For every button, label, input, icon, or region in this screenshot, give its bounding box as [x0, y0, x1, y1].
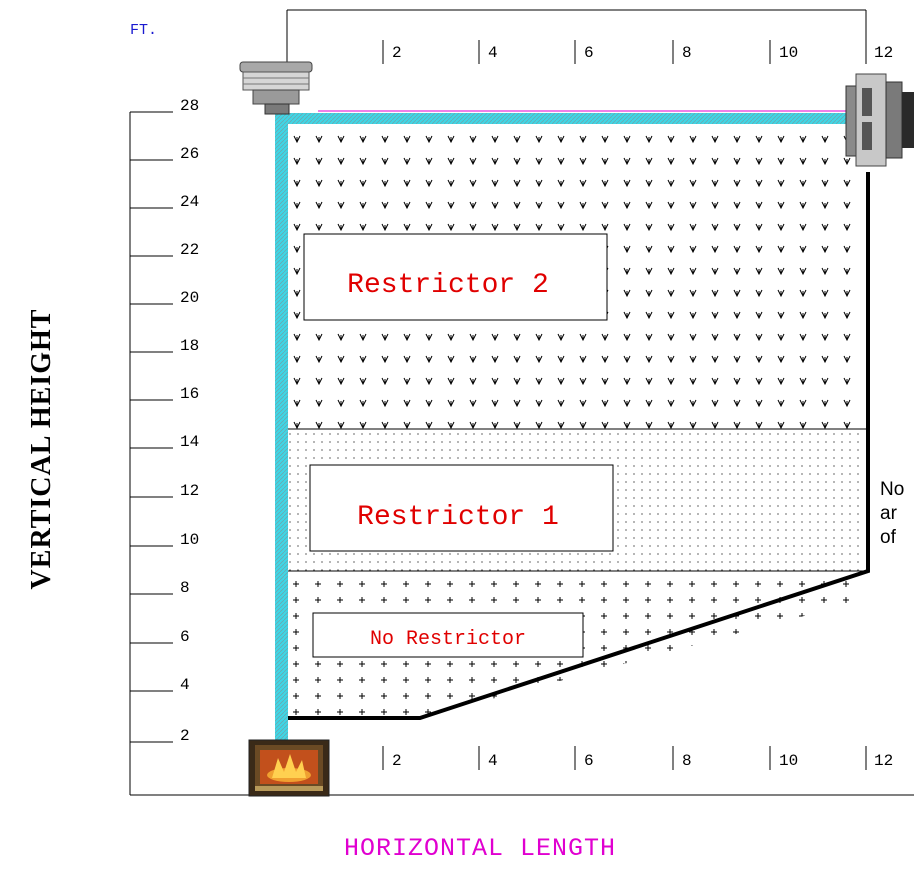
bottom-tick-label: 4 [488, 752, 498, 770]
restrictor-1-label-box [309, 464, 614, 552]
vertical-tick-label: 20 [180, 289, 199, 307]
vertical-tick-label: 26 [180, 145, 199, 163]
vertical-tick-label: 10 [180, 531, 199, 549]
vertical-tick-label: 24 [180, 193, 199, 211]
top-tick-label: 10 [779, 44, 798, 62]
restrictor-2-label: Restrictor 2 [347, 270, 549, 301]
bottom-tick-label: 10 [779, 752, 798, 770]
max-length-boundary [288, 172, 870, 720]
horizontal-axis-title: HORIZONTAL LENGTH [343, 834, 617, 863]
vertical-tick-label: 28 [180, 97, 199, 115]
vertical-tick-label: 4 [180, 676, 190, 694]
vertical-axis-title: VERTICAL HEIGHT [26, 308, 57, 590]
vertical-tick-label: 14 [180, 433, 199, 451]
top-tick-label: 4 [488, 44, 498, 62]
no-restrictor-label: No Restrictor [370, 628, 526, 651]
top-tick-label: 2 [392, 44, 402, 62]
restrictor-2-label-box [303, 233, 608, 321]
top-ruler [286, 9, 867, 64]
vertical-vent-pipe [275, 112, 288, 740]
vertical-tick-label: 22 [180, 241, 199, 259]
vertical-tick-label: 2 [180, 727, 190, 745]
horizontal-vent-pipe [288, 110, 853, 124]
units-label: FT. [130, 22, 158, 39]
vertical-tick-label: 12 [180, 482, 199, 500]
bottom-tick-label: 2 [392, 752, 402, 770]
left-ruler [129, 111, 173, 795]
partial-note-text: No ar of [880, 479, 905, 548]
vertical-tick-label: 6 [180, 628, 190, 646]
bottom-tick-label: 8 [682, 752, 692, 770]
top-tick-label: 6 [584, 44, 594, 62]
vertical-termination-cap-icon [239, 61, 313, 115]
top-tick-label: 8 [682, 44, 692, 62]
top-tick-label: 12 [874, 44, 893, 62]
bottom-tick-label: 6 [584, 752, 594, 770]
vertical-tick-label: 18 [180, 337, 199, 355]
bottom-tick-label: 12 [874, 752, 893, 770]
vertical-tick-label: 8 [180, 579, 190, 597]
restrictor-1-label: Restrictor 1 [357, 502, 559, 533]
horizontal-termination-cap-icon [845, 73, 914, 167]
fireplace-appliance-icon [248, 739, 330, 797]
no-restrictor-label-box [312, 612, 584, 658]
vertical-tick-label: 16 [180, 385, 199, 403]
